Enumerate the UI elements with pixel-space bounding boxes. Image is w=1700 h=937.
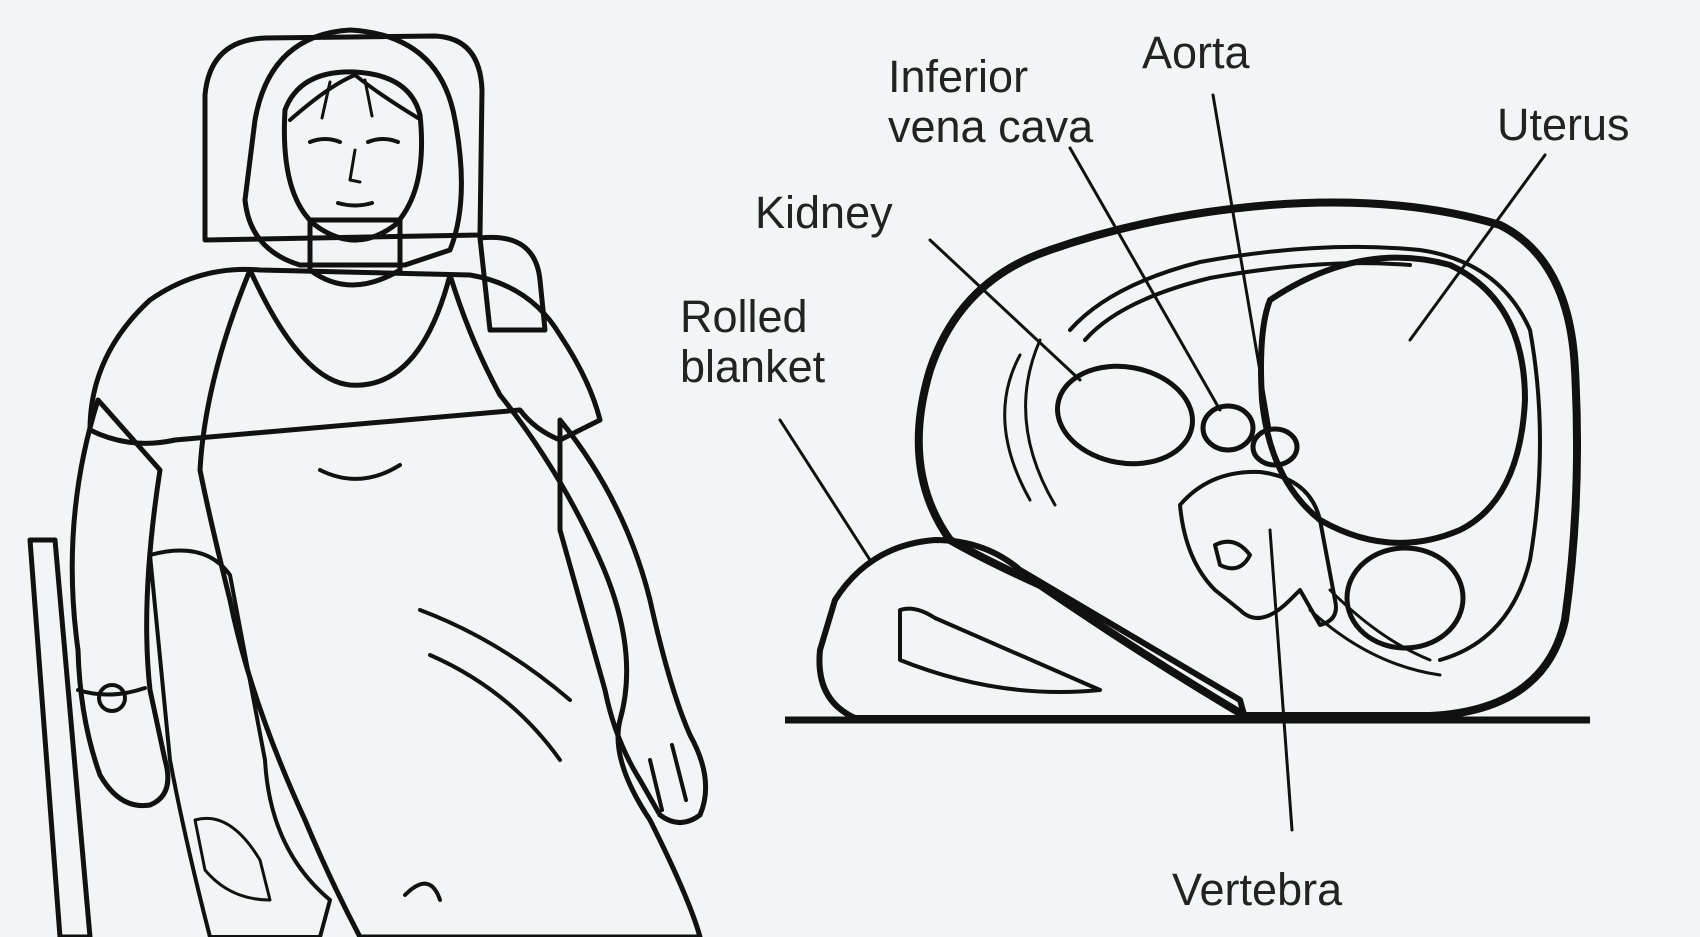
label-inferior-vena-cava-line1: Inferior	[888, 51, 1028, 102]
uterus	[1261, 258, 1525, 543]
vertebra-leader	[1270, 530, 1292, 830]
rolled-blanket-leader	[780, 420, 870, 560]
label-vertebra: Vertebra	[1172, 864, 1343, 915]
back-rolled-blanket	[150, 551, 330, 937]
chair-right-arm	[480, 237, 545, 330]
vertebra	[1180, 472, 1336, 625]
dress	[200, 270, 700, 937]
label-uterus: Uterus	[1497, 99, 1630, 150]
kidney-right	[1347, 548, 1463, 648]
hair	[245, 30, 461, 265]
label-inferior-vena-cava-line2: vena cava	[888, 101, 1094, 152]
seated-woman-figure	[30, 30, 706, 937]
cross-section-diagram: Inferior vena cava Aorta Uterus Kidney R…	[680, 27, 1630, 915]
shirt	[90, 269, 600, 443]
right-arm	[560, 420, 706, 823]
label-rolled-blanket-line1: Rolled	[680, 291, 808, 342]
inferior-vena-cava	[1203, 406, 1253, 450]
uterus-leader	[1410, 155, 1545, 340]
label-rolled-blanket-line2: blanket	[680, 341, 826, 392]
aorta-leader	[1213, 95, 1270, 430]
label-aorta: Aorta	[1142, 27, 1251, 78]
chair-left-leg	[30, 540, 90, 937]
label-kidney: Kidney	[755, 187, 893, 238]
kidney-leader	[930, 240, 1080, 380]
